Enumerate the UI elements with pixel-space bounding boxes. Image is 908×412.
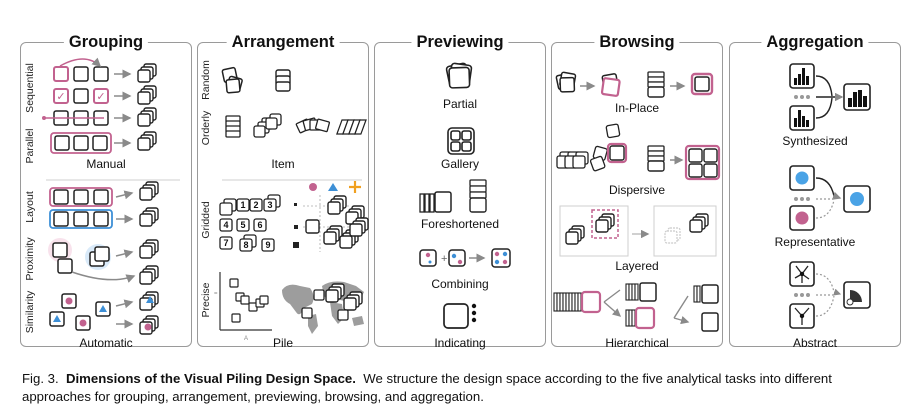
previewing-indicating-label: Indicating [434, 336, 486, 350]
arrangement-item-label: Item [271, 157, 295, 171]
browsing-in-place-label: In-Place [614, 101, 660, 115]
grouping-row-label: Sequential [24, 63, 36, 113]
caption-prefix: Fig. 3. [22, 371, 59, 386]
arrangement-row-label: Precise [200, 282, 212, 318]
grouping-manual-illustration: ✓ ✓ [42, 57, 157, 154]
aggregation-title: Aggregation [761, 30, 869, 54]
previewing-foreshortened-label: Foreshortened [420, 217, 500, 231]
grouping-row-label: Parallel [24, 128, 36, 164]
svg-text:A: A [244, 336, 248, 342]
grouping-manual-label: Manual [86, 157, 126, 171]
svg-text:✓: ✓ [96, 91, 105, 103]
svg-text:6: 6 [257, 220, 262, 230]
browsing-dispersive-label: Dispersive [608, 183, 666, 197]
svg-text:8: 8 [243, 240, 248, 250]
svg-text:2: 2 [253, 200, 258, 210]
browsing-hierarchical-label: Hierarchical [605, 336, 669, 350]
panel-previewing [374, 42, 546, 347]
arrangement-pile-illustration: 1 2 3 4 5 6 7 8 9 = A [214, 181, 369, 342]
grouping-row-label: Proximity [24, 237, 36, 281]
svg-text:4: 4 [223, 220, 228, 230]
grouping-automatic-illustration [48, 181, 159, 335]
panel-aggregation [729, 42, 901, 347]
previewing-combining-label: Combining [431, 277, 489, 291]
grouping-row-label: Layout [24, 191, 36, 223]
grouping-title: Grouping [63, 30, 149, 54]
aggregation-representative-label: Representative [774, 235, 856, 249]
svg-text:9: 9 [265, 240, 270, 250]
aggregation-synthesized-label: Synthesized [782, 134, 848, 148]
previewing-gallery-label: Gallery [440, 157, 480, 171]
caption-bold-title: Dimensions of the Visual Piling Design S… [65, 371, 356, 386]
arrangement-item-illustration [221, 66, 367, 138]
previewing-title: Previewing [411, 30, 509, 54]
svg-text:✓: ✓ [56, 91, 65, 103]
grouping-automatic-label: Automatic [79, 336, 133, 350]
previewing-illustrations: + [419, 62, 511, 329]
caption-text: We structure the design space according … [22, 371, 832, 404]
arrangement-row-label: Gridded [200, 201, 212, 239]
svg-text:5: 5 [240, 220, 245, 230]
aggregation-illustrations [789, 63, 871, 329]
svg-text:3: 3 [267, 200, 272, 210]
aggregation-abstract-label: Abstract [792, 336, 838, 350]
figure-caption: Fig. 3. Dimensions of the Visual Piling … [22, 370, 892, 406]
browsing-layered-label: Layered [615, 259, 659, 273]
arrangement-row-label: Random [200, 60, 212, 100]
svg-text:7: 7 [223, 238, 228, 248]
svg-text:1: 1 [240, 200, 245, 210]
svg-text:+: + [441, 253, 447, 265]
arrangement-title: Arrangement [226, 30, 340, 54]
arrangement-row-label: Orderly [200, 110, 212, 146]
browsing-illustrations [553, 71, 721, 332]
arrangement-pile-label: Pile [272, 336, 294, 350]
grouping-row-label: Similarity [24, 290, 36, 334]
browsing-title: Browsing [594, 30, 680, 54]
svg-text:=: = [214, 291, 218, 297]
previewing-partial-label: Partial [442, 97, 478, 111]
